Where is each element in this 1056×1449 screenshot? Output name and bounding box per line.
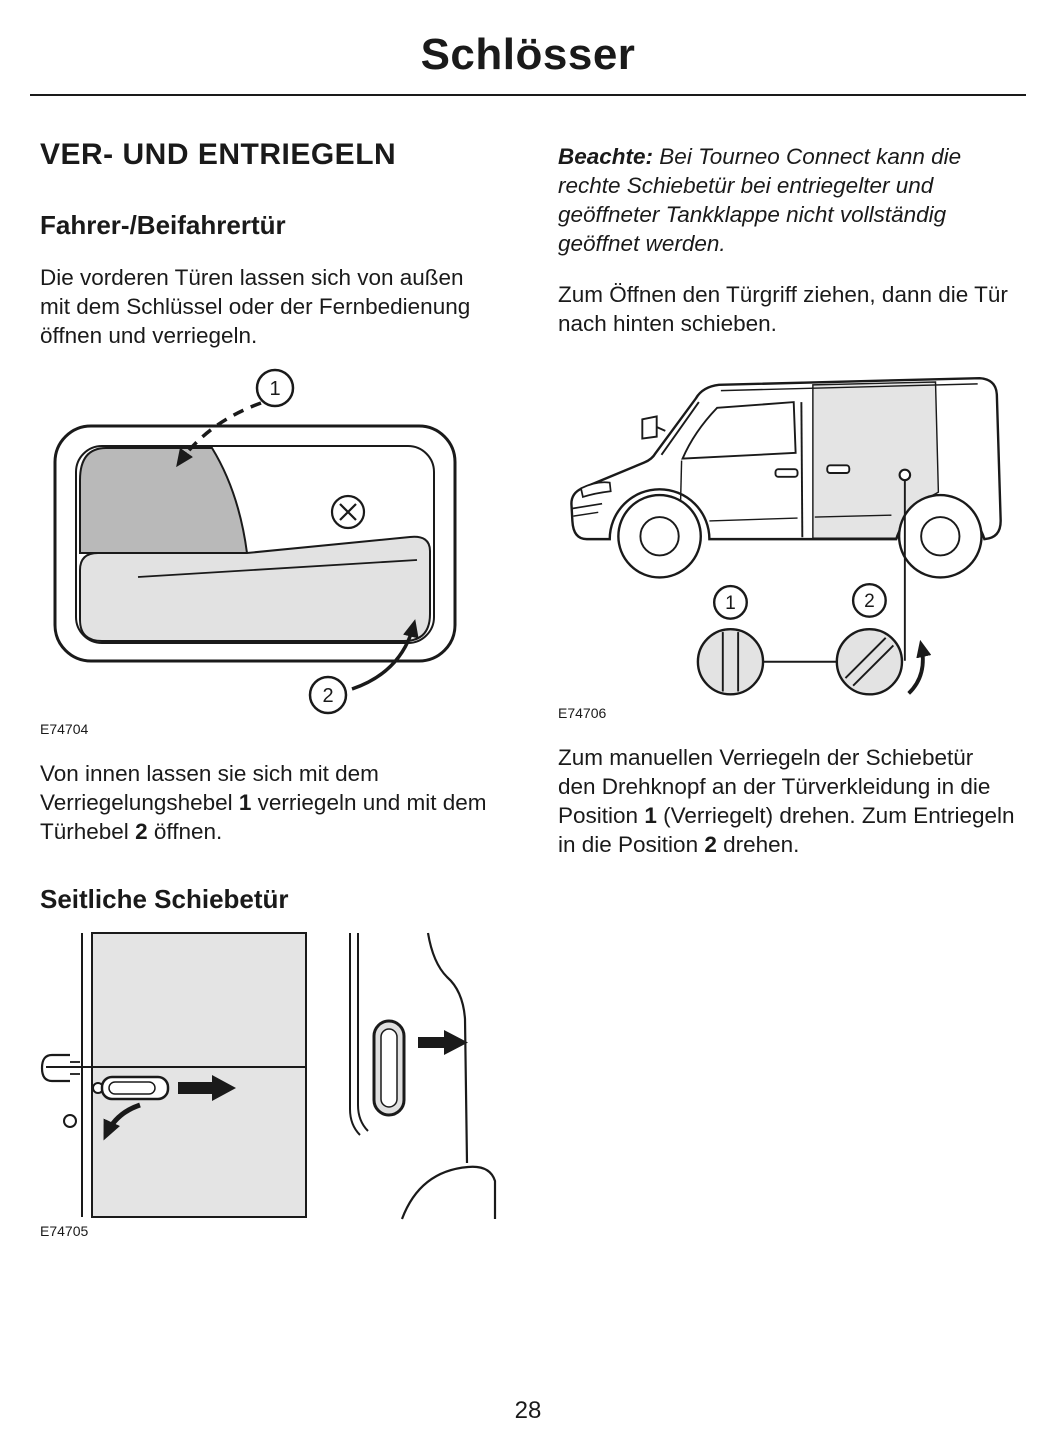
position-ref-1: 1 bbox=[644, 803, 657, 828]
subsection-fahrer-beifahrertuer: Fahrer-/Beifahrertür bbox=[40, 210, 286, 240]
content-columns: VER- UND ENTRIEGELN Fahrer-/Beifahrertür… bbox=[0, 96, 1056, 1239]
door-pull-handle bbox=[79, 535, 431, 642]
lock-knob-position-2 bbox=[835, 627, 904, 696]
paragraph-manual-locking: Zum manuellen Verriegeln der Schiebetür … bbox=[558, 743, 1016, 859]
sliding-door-handle bbox=[826, 464, 851, 474]
section-heading-ver-und-entriegeln: VER- UND ENTRIEGELN bbox=[40, 138, 397, 171]
note-paragraph: Beachte: Bei Tourneo Connect kann die re… bbox=[558, 142, 1016, 258]
text-run: verriegeln und mit dem Türhebel bbox=[40, 790, 487, 844]
figure-van-side: 1 2 bbox=[558, 358, 1016, 721]
text-run: öffnen. bbox=[147, 819, 223, 844]
callout-2-arrow bbox=[351, 619, 419, 691]
callout-2-badge: 2 bbox=[851, 582, 887, 618]
figure-door-handle: 1 2 E74704 bbox=[40, 364, 498, 737]
callout-ref-1: 1 bbox=[238, 790, 252, 815]
side-mirror bbox=[641, 415, 666, 440]
grille-line-1 bbox=[572, 502, 603, 510]
windshield-line bbox=[660, 401, 700, 456]
figure-label-e74705: E74705 bbox=[40, 1223, 89, 1239]
front-door-handle bbox=[774, 468, 799, 478]
title-divider bbox=[30, 94, 1026, 96]
text-run: (Verriegelt) drehen. Zum Entriegeln in d… bbox=[558, 803, 1015, 857]
left-column: VER- UND ENTRIEGELN Fahrer-/Beifahrertür… bbox=[40, 136, 498, 1239]
sliding-door-panel bbox=[91, 932, 307, 1218]
door-gap-line-2 bbox=[357, 933, 369, 1132]
rotate-arrow bbox=[907, 639, 932, 695]
molding-line-1 bbox=[709, 517, 798, 522]
grille-line-2 bbox=[573, 511, 599, 517]
figure-sliding-door: E74705 bbox=[40, 929, 498, 1239]
paragraph-front-doors: Die vorderen Türen lassen sich von außen… bbox=[40, 265, 471, 348]
page-number: 28 bbox=[514, 1397, 542, 1424]
note-label: Beachte: bbox=[558, 144, 654, 169]
roof-line bbox=[720, 383, 978, 392]
text-run: drehen. bbox=[716, 832, 800, 857]
handle-edge-line bbox=[137, 559, 418, 578]
van-illustration: 1 2 bbox=[570, 376, 1002, 696]
note-text: Bei Tourneo Connect kann die rechte Schi… bbox=[558, 144, 962, 256]
front-door-window bbox=[681, 401, 797, 460]
figure-label-e74706: E74706 bbox=[558, 705, 607, 721]
text-run: Zum manuellen Verriegeln der Schiebetür … bbox=[558, 745, 991, 828]
callout-1-badge: 1 bbox=[255, 368, 295, 408]
page-title: Schlösser bbox=[420, 30, 636, 79]
callout-ref-2: 2 bbox=[135, 819, 148, 844]
text-run: Von innen lassen sie sich mit dem Verrie… bbox=[40, 761, 379, 815]
lock-symbol-icon bbox=[330, 494, 366, 530]
door-gap-line-1 bbox=[349, 933, 361, 1136]
exterior-door-handle bbox=[92, 1075, 170, 1101]
door-lock-knob bbox=[898, 468, 912, 482]
callout-2-badge: 2 bbox=[308, 675, 348, 715]
headlight bbox=[580, 481, 612, 499]
figure-label-e74704: E74704 bbox=[40, 721, 89, 737]
wheel-arch-line bbox=[400, 1165, 497, 1220]
svg-text:2: 2 bbox=[864, 591, 875, 612]
molding-line-2 bbox=[814, 514, 892, 518]
svg-text:1: 1 bbox=[725, 593, 736, 614]
vertical-grab-handle bbox=[372, 1019, 406, 1117]
sliding-door-illustration bbox=[40, 932, 497, 1220]
rear-wheel bbox=[897, 493, 983, 579]
front-wheel bbox=[617, 493, 702, 579]
pull-out-arrow bbox=[103, 1102, 141, 1141]
position-ref-2: 2 bbox=[704, 832, 717, 857]
door-gap bbox=[800, 402, 804, 538]
subsection-seitliche-schiebetuer: Seitliche Schiebetür bbox=[40, 884, 289, 914]
door-handle-illustration: 1 2 bbox=[53, 368, 457, 715]
paragraph-inner-locking: Von innen lassen sie sich mit dem Verrie… bbox=[40, 759, 498, 846]
right-column: Beachte: Bei Tourneo Connect kann die re… bbox=[558, 136, 1016, 1239]
slide-direction-arrow bbox=[178, 1075, 236, 1101]
latch-bracket bbox=[40, 1053, 80, 1083]
svg-text:2: 2 bbox=[322, 685, 333, 707]
svg-text:1: 1 bbox=[269, 378, 280, 400]
lock-knob-position-1 bbox=[696, 627, 765, 696]
lock-cylinder bbox=[63, 1114, 77, 1128]
handle-direction-arrow bbox=[418, 1030, 468, 1055]
body-corner-line bbox=[426, 932, 469, 1164]
paragraph-open-door: Zum Öffnen den Türgriff ziehen, dann die… bbox=[558, 282, 1008, 336]
callout-1-badge: 1 bbox=[712, 584, 748, 620]
lock-lever-area bbox=[79, 447, 249, 554]
